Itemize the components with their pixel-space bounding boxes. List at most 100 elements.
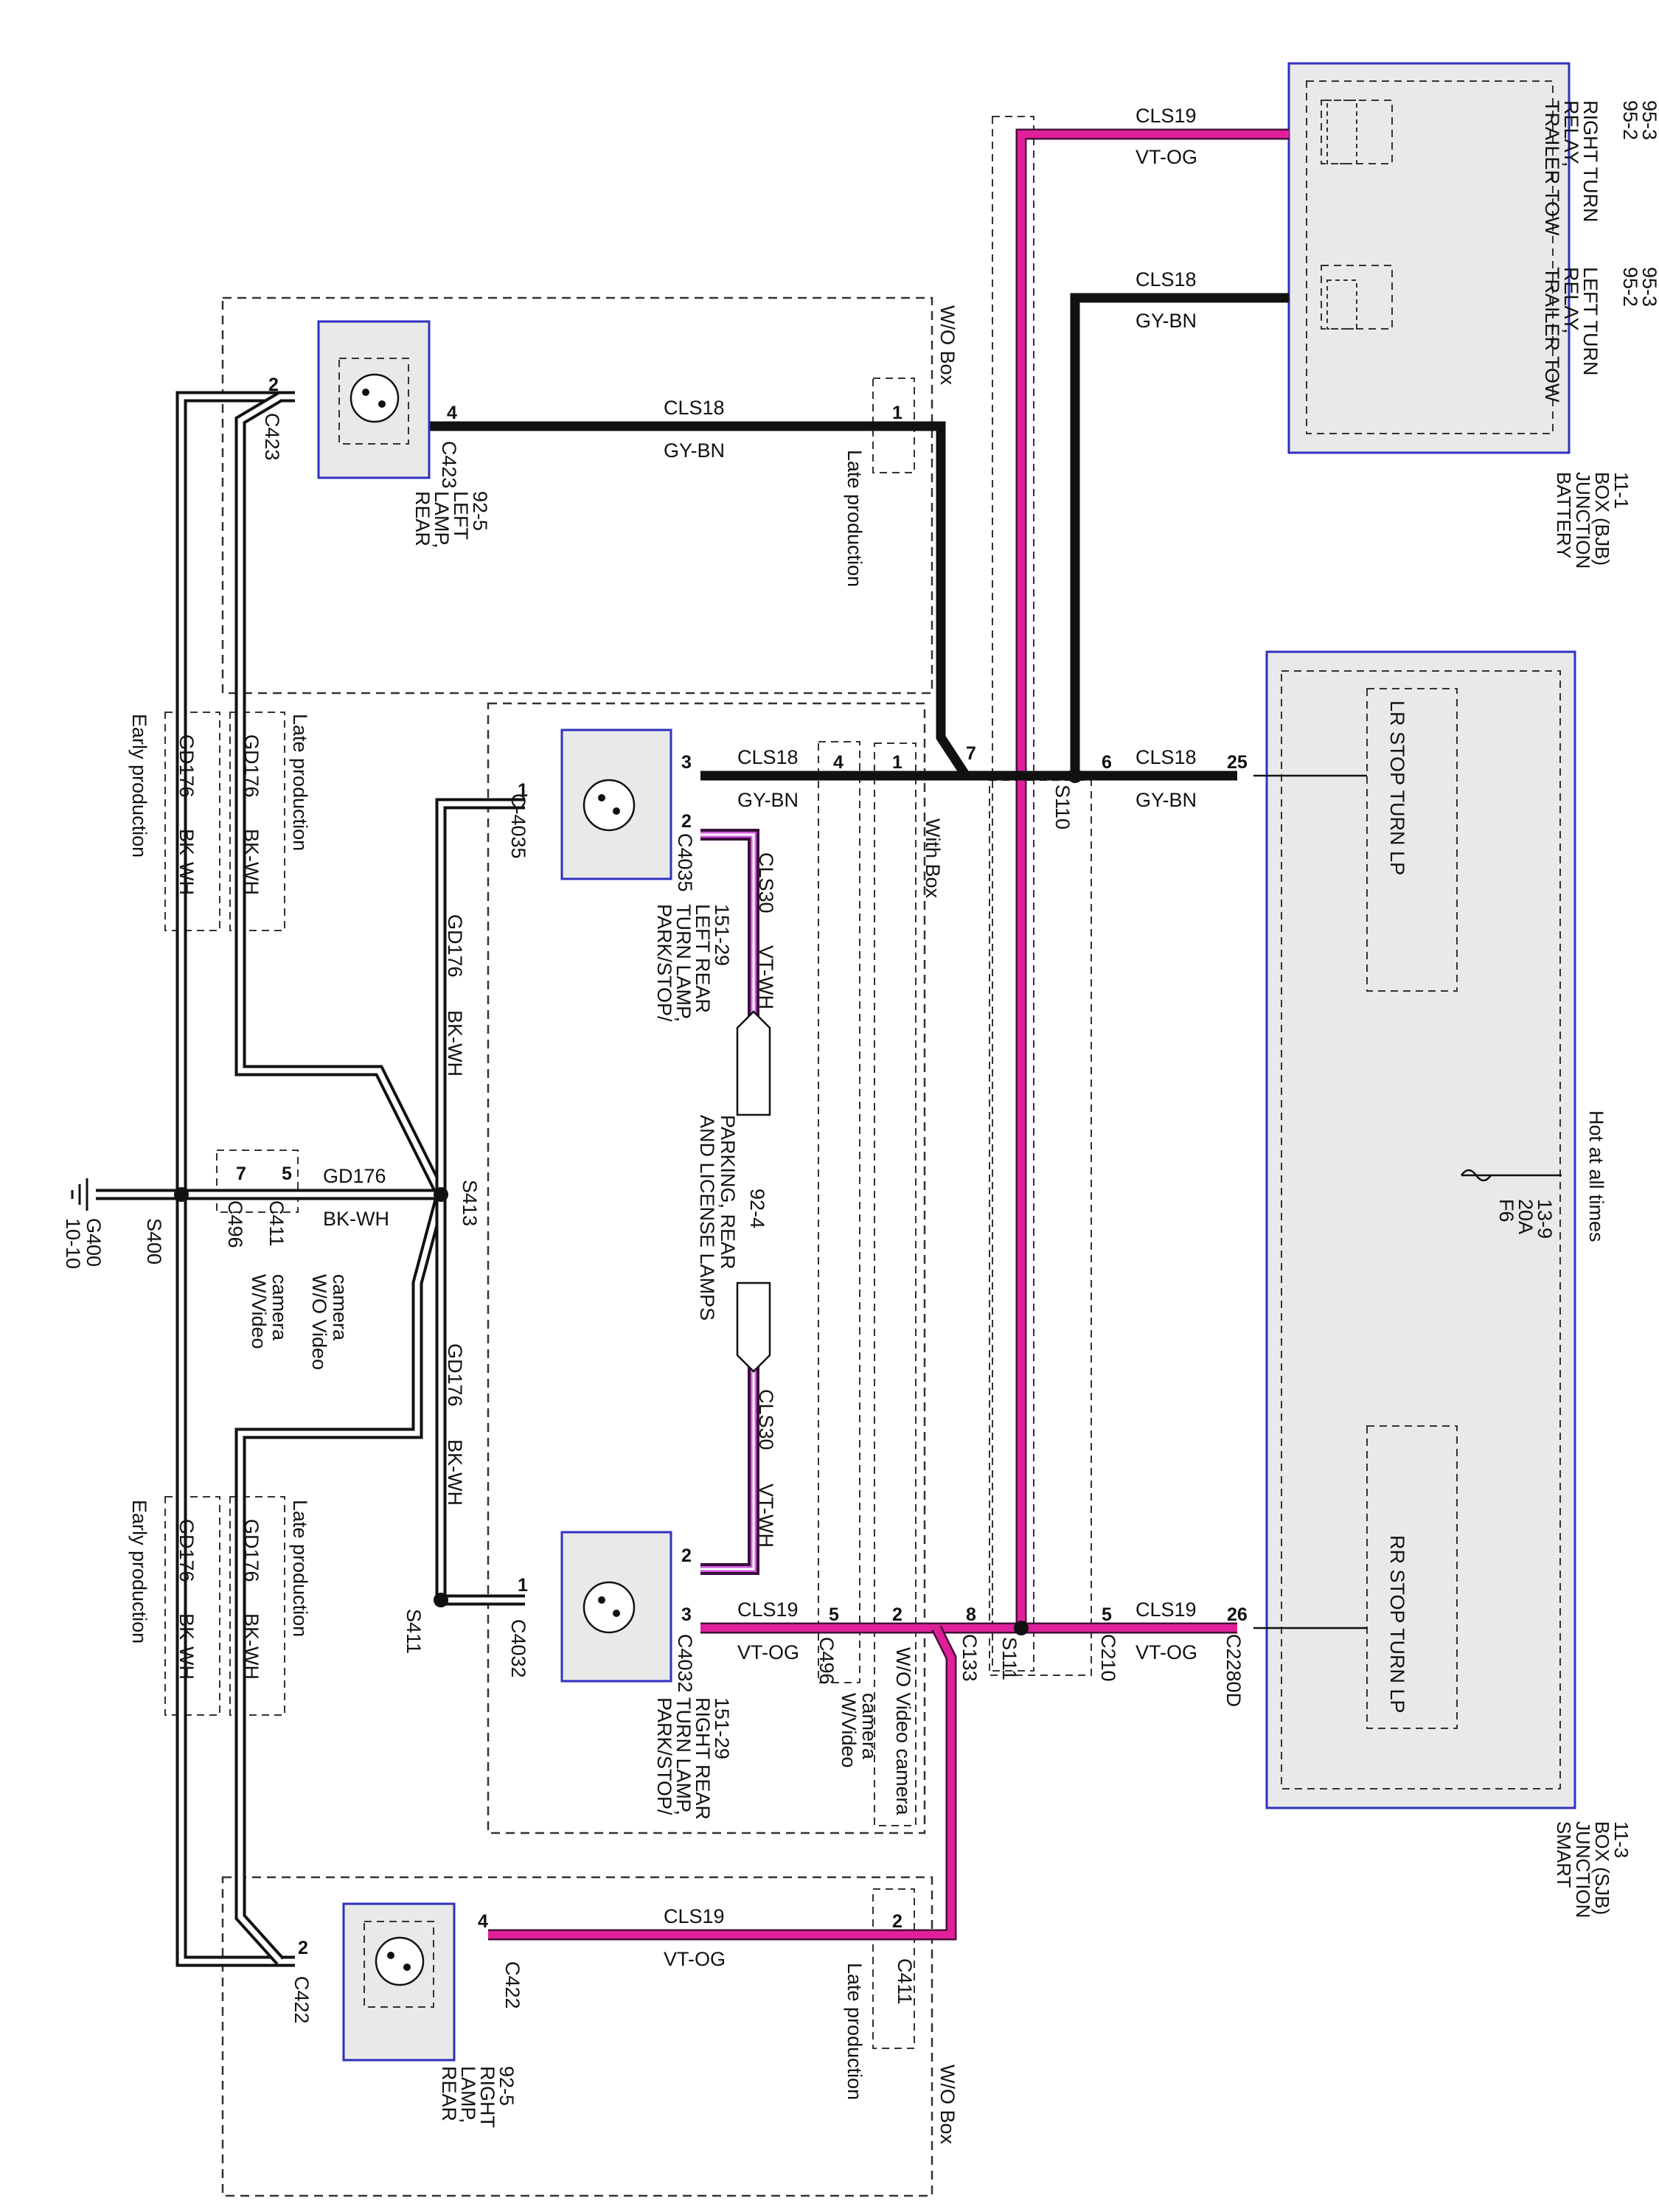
wire-cls18-relay	[1070, 293, 1289, 776]
wire-label-gd176-late-top: GD176	[240, 734, 262, 798]
splice-label-s400: S400	[143, 1218, 165, 1265]
wire-label-gd176-ground: GD176	[323, 1165, 386, 1187]
svg-text:RELAY,: RELAY,	[1560, 267, 1582, 334]
svg-text:TRAILER TOW: TRAILER TOW	[1541, 267, 1563, 403]
wire-label-cls19-sjb: CLS19	[1135, 1599, 1197, 1621]
wire-cls30-left	[700, 829, 759, 1028]
box-late-production-bottom	[229, 1496, 285, 1716]
conn-c496: C496	[815, 1637, 838, 1685]
wire-cls18-rear-left	[429, 421, 970, 779]
svg-text:JUNCTION: JUNCTION	[1572, 472, 1594, 568]
svg-text:W/Video: W/Video	[838, 1693, 860, 1768]
wire-label-bkwh-late-top: BK-WH	[240, 829, 262, 895]
wire-label-gd176-early-bottom: GD176	[175, 1519, 198, 1582]
pin-c496-4: 4	[833, 752, 844, 773]
conn-c133: C133	[959, 1634, 981, 1682]
wire-label-gd176-lower: GD176	[444, 1343, 466, 1407]
wire-label-cls30-left: CLS30	[755, 852, 777, 914]
box-late-production-top	[229, 712, 285, 931]
ground-symbol	[71, 1178, 88, 1211]
wire-label-cls19-relay: CLS19	[1135, 105, 1197, 127]
wire-label-vtog-relay: VT-OG	[1135, 146, 1197, 168]
wire-label-cls18-top: CLS18	[664, 397, 725, 419]
wire-label-gd176-upper: GD176	[444, 914, 466, 978]
region-c210	[989, 779, 1092, 1676]
lamp-pst-right	[560, 1531, 672, 1683]
license-lamp-connector-right	[736, 1281, 771, 1373]
pin-c133-7: 7	[966, 743, 976, 764]
wire-label-vtog-bottom: VT-OG	[664, 1948, 726, 1970]
wire-label-cls18-pst: CLS18	[737, 746, 799, 768]
pin-sjb-26: 26	[1227, 1604, 1248, 1625]
svg-text:BOX (BJB): BOX (BJB)	[1591, 472, 1613, 566]
pin-c411-2: 2	[892, 1911, 902, 1932]
wire-label-bkwh-early-bottom: BK-WH	[175, 1613, 198, 1680]
svg-text:95-2: 95-2	[1619, 100, 1641, 140]
sjb-lr-label: LR STOP TURN LP	[1386, 700, 1408, 875]
pin-c422-2: 2	[298, 1938, 308, 1958]
wire-label-gybn-relay: GY-BN	[1135, 310, 1197, 332]
svg-text:151-29: 151-29	[711, 904, 733, 966]
svg-text:LAMP,: LAMP,	[457, 2066, 479, 2124]
svg-text:LEFT TURN: LEFT TURN	[1579, 267, 1601, 376]
svg-text:LAMP,: LAMP,	[431, 491, 453, 549]
svg-text:95-3: 95-3	[1638, 100, 1659, 140]
wire-cls19-rear-right	[488, 1625, 957, 1941]
svg-text:camera: camera	[858, 1693, 880, 1760]
svg-text:PARKING, REAR: PARKING, REAR	[717, 1115, 739, 1270]
note-late-production-top: Late production	[844, 450, 866, 587]
svg-text:10-10: 10-10	[62, 1218, 84, 1269]
wire-cls19-relay	[1015, 128, 1289, 1628]
svg-text:W/Video: W/Video	[248, 1274, 270, 1349]
svg-text:92-4: 92-4	[746, 1189, 768, 1228]
pin-c496-7: 7	[236, 1164, 246, 1184]
pin-c133-2: 2	[892, 1604, 902, 1625]
splice-s411	[434, 1593, 448, 1607]
svg-text:AND LICENSE LAMPS: AND LICENSE LAMPS	[696, 1115, 718, 1321]
splice-s111	[1014, 1621, 1029, 1635]
conn-c496-ground: C496	[224, 1200, 246, 1248]
svg-text:G400: G400	[83, 1218, 105, 1267]
note-late-production-ground-bottom: Late production	[289, 1500, 311, 1637]
relay-right-turn	[1321, 100, 1393, 164]
svg-text:REAR: REAR	[438, 2066, 460, 2121]
svg-text:RELAY,: RELAY,	[1560, 100, 1582, 167]
svg-text:11-1: 11-1	[1610, 472, 1632, 509]
wire-label-cls18-relay: CLS18	[1135, 268, 1197, 291]
conn-c4035-a: C-4035	[507, 793, 529, 859]
wire-label-bkwh-lower: BK-WH	[444, 1439, 466, 1506]
conn-c210: C210	[1097, 1634, 1119, 1682]
note-ground-wo-video: W/O Video camera	[308, 1274, 351, 1370]
svg-text:F6: F6	[1495, 1199, 1517, 1222]
pin-c133-8: 8	[966, 1604, 976, 1625]
note-early-production-ground-top: Early production	[128, 714, 150, 858]
svg-text:JUNCTION: JUNCTION	[1572, 1821, 1594, 1918]
wire-label-gd176-early-top: GD176	[175, 734, 198, 798]
svg-text:95-3: 95-3	[1638, 267, 1659, 307]
fuse-icon	[1460, 1169, 1492, 1182]
sjb-hot-label: Hot at all times	[1585, 1110, 1607, 1242]
wire-gd176-ground	[96, 391, 525, 1967]
region-wo-box-bottom	[221, 1876, 933, 2197]
conn-c411-bottom: C411	[894, 1958, 916, 2005]
wire-label-gybn-pst: GY-BN	[737, 789, 799, 811]
conn-c423-b: C423	[438, 441, 460, 489]
license-lamp-connector-left	[736, 1010, 771, 1116]
svg-text:11-3: 11-3	[1610, 1821, 1632, 1858]
note-late-production-ground-top: Late production	[289, 714, 311, 851]
wire-label-gybn-sjb: GY-BN	[1135, 789, 1197, 811]
wire-label-vtwh-right: VT-WH	[755, 1484, 777, 1548]
svg-text:92-5: 92-5	[495, 2066, 518, 2106]
svg-text:camera: camera	[268, 1274, 291, 1341]
svg-text:20A: 20A	[1514, 1199, 1537, 1234]
sjb-label: SMART JUNCTION BOX (SJB) 11-3	[1553, 1821, 1632, 1918]
svg-text:RIGHT: RIGHT	[476, 2066, 498, 2128]
svg-text:TRAILER TOW: TRAILER TOW	[1541, 100, 1563, 236]
svg-text:W/O Video: W/O Video	[308, 1274, 330, 1370]
wire-label-bkwh-ground: BK-WH	[323, 1208, 389, 1230]
splice-label-s413: S413	[459, 1180, 481, 1226]
pin-c210-6: 6	[1102, 752, 1112, 773]
pin-sjb-25: 25	[1227, 752, 1248, 773]
pin-c423-4: 4	[447, 403, 457, 423]
